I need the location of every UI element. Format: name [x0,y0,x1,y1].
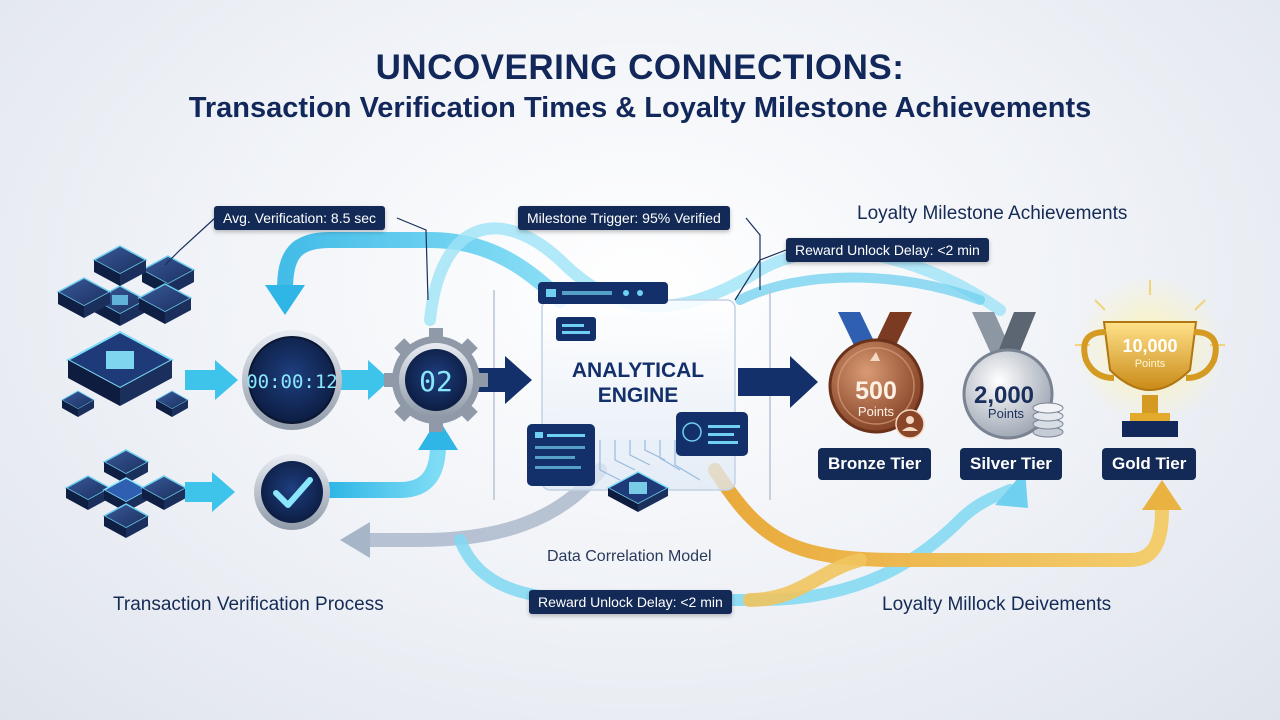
callout-reward-delay-top: Reward Unlock Delay: <2 min [786,238,989,262]
flow-engine-to-silver [735,272,985,305]
arrow-engine-to-bronze [738,356,818,408]
callout-milestone-trigger: Milestone Trigger: 95% Verified [518,206,730,230]
caption-loyalty-milestones: Loyalty Milestone Achievements [857,203,1128,224]
verification-clock: 00:00:12 [242,330,342,430]
silver-points-unit: Points [988,406,1025,421]
tier-label-silver: Silver Tier [960,448,1062,480]
engine-data-card-left [527,424,595,486]
verification-counter: 02 [384,328,488,432]
arrow-clock-to-counter [340,360,390,400]
bronze-points-value: 500 [855,377,897,405]
gold-points-unit: Points [1135,358,1166,370]
verified-check [254,454,330,530]
silver-points-value: 2,000 [974,382,1034,409]
flow-check-arrowhead [418,418,458,450]
flow-gold-lower [743,553,867,607]
checkmark-icon [273,477,313,508]
gold-points-value: 10,000 [1122,336,1177,356]
arrow-cluster-to-clock [185,360,238,400]
flow-top-return-arrowhead [265,285,305,315]
leader-avg-verification [164,217,216,266]
counter-display: 02 [419,365,453,398]
caption-data-correlation-model: Data Correlation Model [547,548,712,565]
tier-label-bronze: Bronze Tier [818,448,932,480]
coin-stack-icon [1032,402,1064,438]
title-line-1: UNCOVERING CONNECTIONS: [375,48,905,87]
arrow-counter-to-engine [478,356,532,404]
flow-check-to-counter [322,437,446,498]
leader-avg-verification-right [396,217,429,301]
blockchain-cluster-top [56,245,196,417]
flow-top-return [277,232,568,308]
caption-loyalty-bottom: Loyalty Millock Deivements [882,594,1112,615]
tier-label-gold: Gold Tier [1102,448,1197,480]
gold-trophy: 10,000 Points [1075,275,1225,437]
bronze-medal: 500 Points [828,312,925,439]
flow-bottom-return-arrowhead [340,522,370,558]
callout-avg-verification: Avg. Verification: 8.5 sec [214,206,386,230]
bronze-points-unit: Points [858,404,895,419]
flow-gold-arrowhead [1142,480,1182,510]
leader-reward-top [734,249,787,301]
title-line-2: Transaction Verification Times & Loyalty… [188,92,1092,124]
callout-reward-delay-bottom: Reward Unlock Delay: <2 min [529,590,732,614]
bronze-star-icon [870,352,880,361]
leader-milestone [745,217,761,290]
clock-display: 00:00:12 [246,371,338,393]
flow-lower-cyan [454,484,1016,606]
engine-title-line-2: ENGINE [598,384,679,407]
caption-verification-process: Transaction Verification Process [113,594,384,615]
silver-medal: 2,000 Points [962,312,1064,440]
analytical-engine: ANALYTICAL ENGINE [527,282,748,512]
engine-top-bar-right [612,282,654,304]
blockchain-cluster-bottom [64,449,188,538]
arrow-cluster-to-check [185,472,235,512]
engine-title-line-1: ANALYTICAL [572,359,704,382]
